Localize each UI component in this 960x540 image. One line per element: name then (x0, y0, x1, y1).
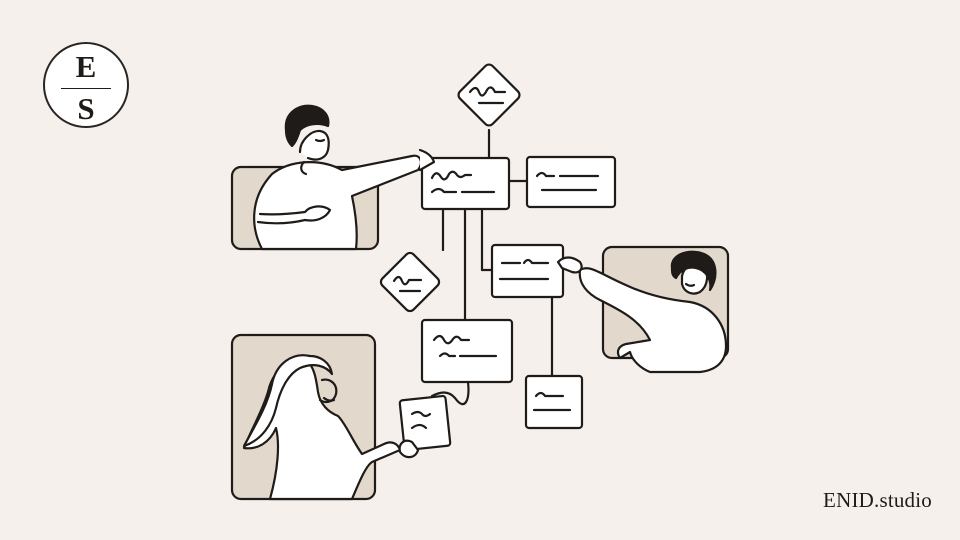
person-icon (230, 104, 436, 251)
flow-card-small (524, 374, 584, 430)
brand-logo-badge: E S (43, 42, 129, 128)
logo-letter-top: E (75, 49, 97, 84)
logo-letter-bottom: S (77, 91, 95, 126)
flowchart-connectors (430, 128, 554, 406)
flow-card-main (420, 156, 511, 211)
flow-card-middle (490, 243, 565, 299)
logo-divider (61, 88, 111, 89)
person-icon (556, 245, 730, 374)
decision-diamond-left (379, 251, 441, 313)
held-card (398, 394, 452, 459)
decision-diamond-top (457, 63, 521, 127)
flow-card-lower (420, 318, 514, 384)
flow-card-right (525, 155, 617, 209)
brand-wordmark: ENID.studio (823, 488, 932, 512)
person-icon (230, 333, 402, 501)
